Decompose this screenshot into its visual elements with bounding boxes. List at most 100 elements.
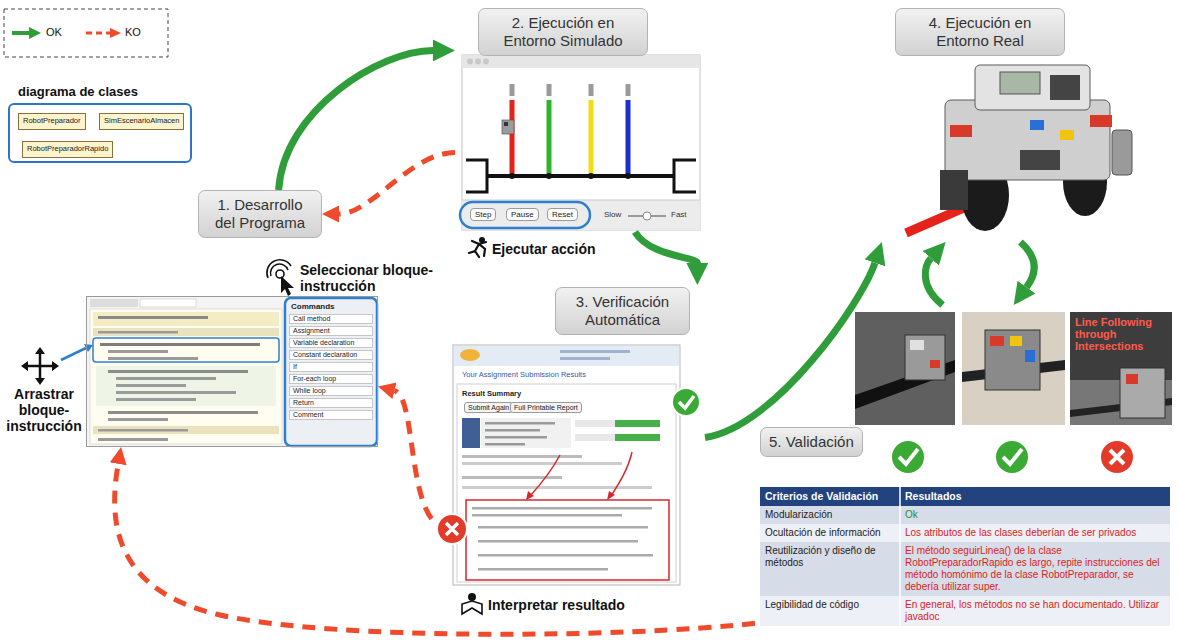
table-cell: Ok [905,509,1167,521]
legend-frame [4,9,168,57]
table-header: Criterios de Validación [765,490,895,503]
stage-title: 2. Ejecución en Entorno Simulado [478,8,648,56]
submission-report-screenshot [478,526,648,529]
class-name: RobotPreparador [23,116,81,125]
drag-icon [21,344,93,385]
report-title: Your Assignment Submission Results [462,370,586,379]
table-cell: Ocultación de información [765,527,895,539]
simulator-window [589,100,594,176]
ok-check-icon [679,396,694,408]
command-item: Call method [289,314,373,324]
submission-report-screenshot [615,434,660,441]
action-label: Interpretar resultado [488,597,625,613]
code-editor-window [140,299,196,307]
submission-report-screenshot [454,346,679,366]
submission-report-screenshot [478,568,608,571]
submission-report-screenshot [462,455,582,458]
stage-label: 1. Desarrollo del Programa [198,190,322,238]
select-icon [270,264,288,276]
legend-text: OK [46,26,62,38]
simulator-window [510,84,515,96]
result-icon [899,449,918,464]
stage-region: 2. Ejecución en Entorno Simulado [455,5,705,232]
command-item: Return [289,398,373,408]
speed-label: Slow [604,210,621,219]
class-box: RobotPreparadorRapido [22,141,113,158]
submission-report-screenshot [462,486,652,489]
simulator-window [547,100,552,176]
submission-report-screenshot [460,349,480,361]
runner-icon [469,237,486,257]
submission-report-screenshot [466,500,669,580]
table-cell: Legibilidad de código [765,599,895,611]
code-editor-window [98,316,208,319]
reader-icon [462,593,482,614]
code-editor-window [93,426,279,434]
legend-sample [29,27,41,39]
ev3-robot [906,65,1132,233]
simulator-window [487,174,674,178]
table-cell: Los atributos de las clases deberían de … [905,527,1167,539]
stage-region: 4. Ejecución en Entorno Real [868,5,1145,242]
test-photo [1120,368,1165,418]
simulator-window [475,59,481,65]
submission-report-screenshot [472,514,622,517]
simulator-window [643,212,651,220]
code-editor-window [116,384,186,387]
test-photo [985,330,1040,390]
code-editor-window [93,338,279,362]
code-editor-window [108,418,168,421]
validation-table [760,596,1170,626]
stage-title: 4. Ejecución en Entorno Real [895,8,1065,56]
stage-title: 1. Desarrollo del Programa [207,196,313,232]
simulator-window [546,173,552,179]
submission-report-screenshot [560,357,610,360]
submission-report-screenshot [615,420,660,427]
report-button: Submit Again [464,402,513,413]
submission-report-screenshot [575,434,615,441]
code-editor-window [100,343,260,346]
simulator-window [626,84,631,96]
code-editor-window [116,391,236,394]
test-photo [855,312,955,425]
ev3-robot [1112,130,1132,175]
code-editor-window [108,350,168,353]
drag-icon [25,351,55,381]
code-editor-window [287,299,376,445]
validation-table [899,487,901,626]
submission-report-screenshot [611,452,632,496]
simulator-window [510,100,515,176]
legend-sample [12,31,30,35]
command-item: For-each loop [289,374,373,384]
command-item: Constant declaration [289,350,373,360]
runner-icon [469,241,486,257]
report-button: Full Printable Report [510,402,582,413]
simulator-window [674,160,696,192]
simulator-window [625,173,631,179]
sim-button: Reset [547,208,578,221]
validation-table [760,487,1170,626]
code-editor-window [93,312,279,326]
action-label: Arrastrar bloque-instrucción [2,386,86,434]
submission-report-screenshot [526,491,534,500]
result-icon [891,440,1134,474]
reader-icon [468,593,476,601]
select-icon [276,270,284,278]
class-diagram-box: diagrama de clasesRobotPreparadorSimEsce… [8,103,192,163]
sim-button: Step [470,208,496,221]
table-cell: Reutilización y diseño de métodos [765,545,895,569]
command-item: If [289,362,373,372]
test-photo [990,336,1004,346]
code-editor-window [87,297,377,446]
action-label: Ejecutar acción [492,241,596,257]
submission-report-screenshot [485,429,540,432]
legend-text: KO [125,26,141,38]
reader-icon [462,601,482,614]
submission-report-screenshot [457,384,676,582]
panel-title: Commands [291,302,335,311]
legend-frame [4,9,168,57]
ev3-robot [1050,75,1080,100]
table-cell: Modularización [765,509,895,521]
validation-table [760,542,1170,596]
